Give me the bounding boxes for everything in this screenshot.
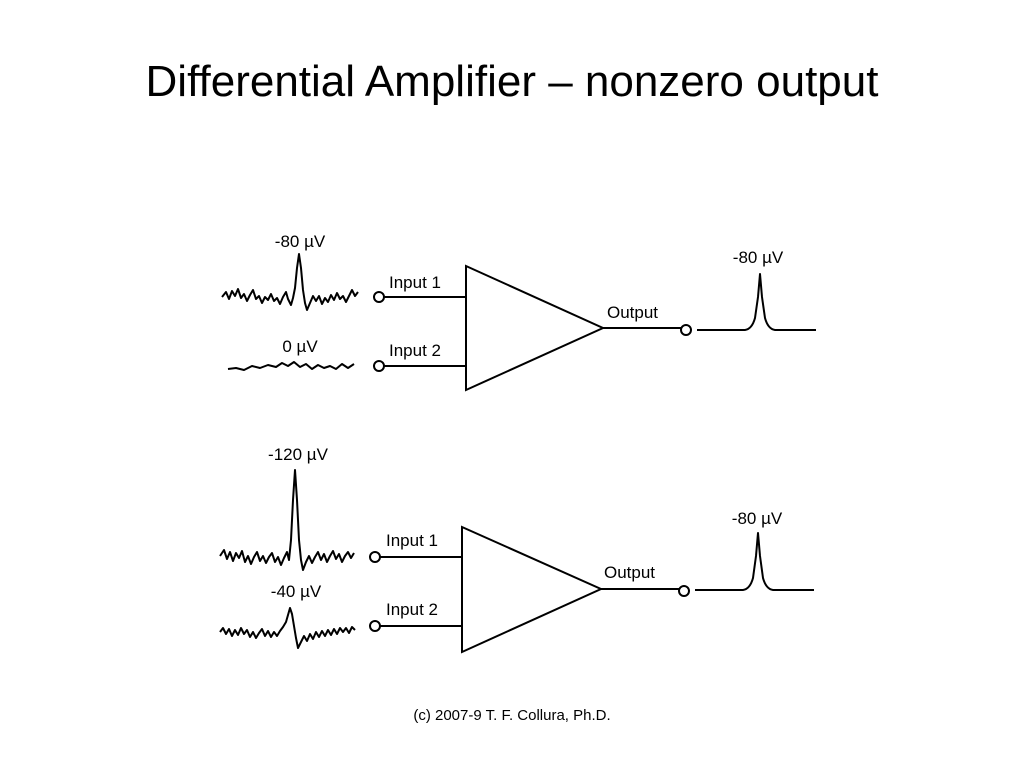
top-input2-terminal [373, 360, 385, 372]
top-input1-signal-label: -80 µV [275, 232, 326, 251]
bottom-output-waveform [695, 532, 814, 591]
top-amplifier-symbol [465, 264, 606, 392]
bottom-input2-label: Input 2 [386, 600, 438, 619]
top-input2-signal-label: 0 µV [282, 337, 318, 356]
bottom-circuit: -120 µV -40 µV Input 1 Input 2 Output -8… [219, 445, 814, 654]
bottom-input1-signal-label: -120 µV [268, 445, 329, 464]
bottom-output-label: Output [604, 563, 655, 582]
top-input2-waveform [227, 361, 355, 371]
top-output-label: Output [607, 303, 658, 322]
bottom-output-signal-label: -80 µV [732, 509, 783, 528]
top-input1-label: Input 1 [389, 273, 441, 292]
slide-footer: (c) 2007-9 T. F. Collura, Ph.D. [413, 707, 611, 724]
top-output-terminal [680, 324, 692, 336]
bottom-amplifier-symbol [461, 525, 604, 654]
bottom-input2-terminal [369, 620, 381, 632]
top-output-waveform [697, 273, 816, 331]
top-output-signal-label: -80 µV [733, 248, 784, 267]
top-input2-label: Input 2 [389, 341, 441, 360]
bottom-input1-waveform [219, 469, 355, 571]
top-input1-terminal [373, 291, 385, 303]
bottom-input2-waveform [219, 607, 356, 649]
top-circuit: -80 µV 0 µV Input 1 Input 2 Output -80 µ… [221, 232, 816, 392]
bottom-input2-signal-label: -40 µV [271, 582, 322, 601]
bottom-output-terminal [678, 585, 690, 597]
slide-title: Differential Amplifier – nonzero output [145, 57, 879, 106]
bottom-input1-label: Input 1 [386, 531, 438, 550]
top-input1-waveform [221, 253, 359, 311]
bottom-input1-terminal [369, 551, 381, 563]
